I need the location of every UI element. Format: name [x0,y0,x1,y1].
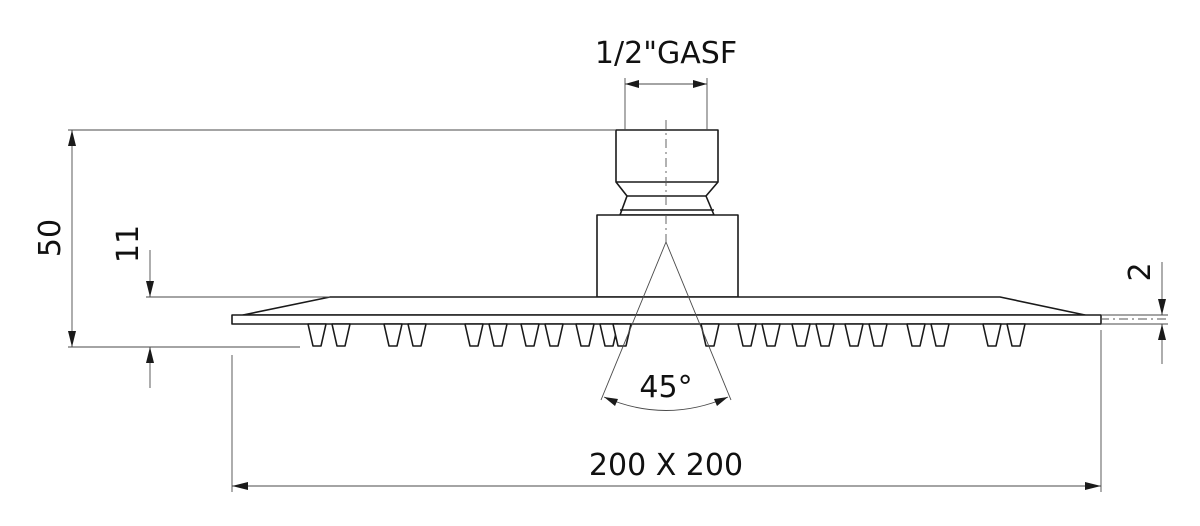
arrow-head [714,397,728,406]
plate-taper [242,296,1086,316]
nozzle [791,323,811,347]
arrow-head [1158,299,1166,315]
total-height-dimension: 50 [33,129,616,348]
nozzle [761,323,781,347]
arrow-head [146,347,154,363]
nozzle-row [307,323,1026,347]
nozzle [407,323,427,347]
nozzle [520,323,540,347]
plate-size-dimension: 200 X 200 [231,330,1102,492]
arrow-head [693,80,707,88]
plate-thickness-dimension: 2 [1101,262,1168,364]
plate-thickness-label: 2 [1123,262,1158,281]
center-lines [665,120,1168,320]
spray-angle-label: 45° [639,370,692,405]
arrow-head [625,80,639,88]
nozzle [930,323,950,347]
nozzle [544,323,564,347]
nozzle [1006,323,1026,347]
arrow-head [232,482,248,490]
angle-leg [600,241,667,401]
shower-head-body [231,129,1102,347]
thread-label: 1/2"GASF [595,36,737,71]
nozzle [612,323,632,347]
angle-arc [603,396,729,411]
thread-dimension: 1/2"GASF [595,36,737,130]
mount-block [596,214,739,298]
nozzle [844,323,864,347]
connector-nut [615,129,719,216]
nozzle [700,323,720,347]
arrow-head [1085,482,1101,490]
nozzle [383,323,403,347]
plate-height-dimension: 11 [111,225,330,388]
arrow-head [68,331,76,347]
nozzle [906,323,926,347]
nozzle [307,323,327,347]
arrow-head [604,397,618,406]
total-height-label: 50 [33,219,68,257]
angle-leg [665,241,732,401]
arrow-head [68,130,76,146]
nozzle [575,323,595,347]
nozzle [488,323,508,347]
nozzle [331,323,351,347]
plate-height-label: 11 [111,225,146,263]
nozzle [464,323,484,347]
plate [231,314,1102,325]
nozzle [737,323,757,347]
spray-angle-dimension: 45° [600,241,732,411]
nozzle [982,323,1002,347]
nozzle [868,323,888,347]
plate-size-label: 200 X 200 [589,448,743,483]
nozzle [815,323,835,347]
arrow-head [146,281,154,297]
arrow-head [1158,324,1166,340]
